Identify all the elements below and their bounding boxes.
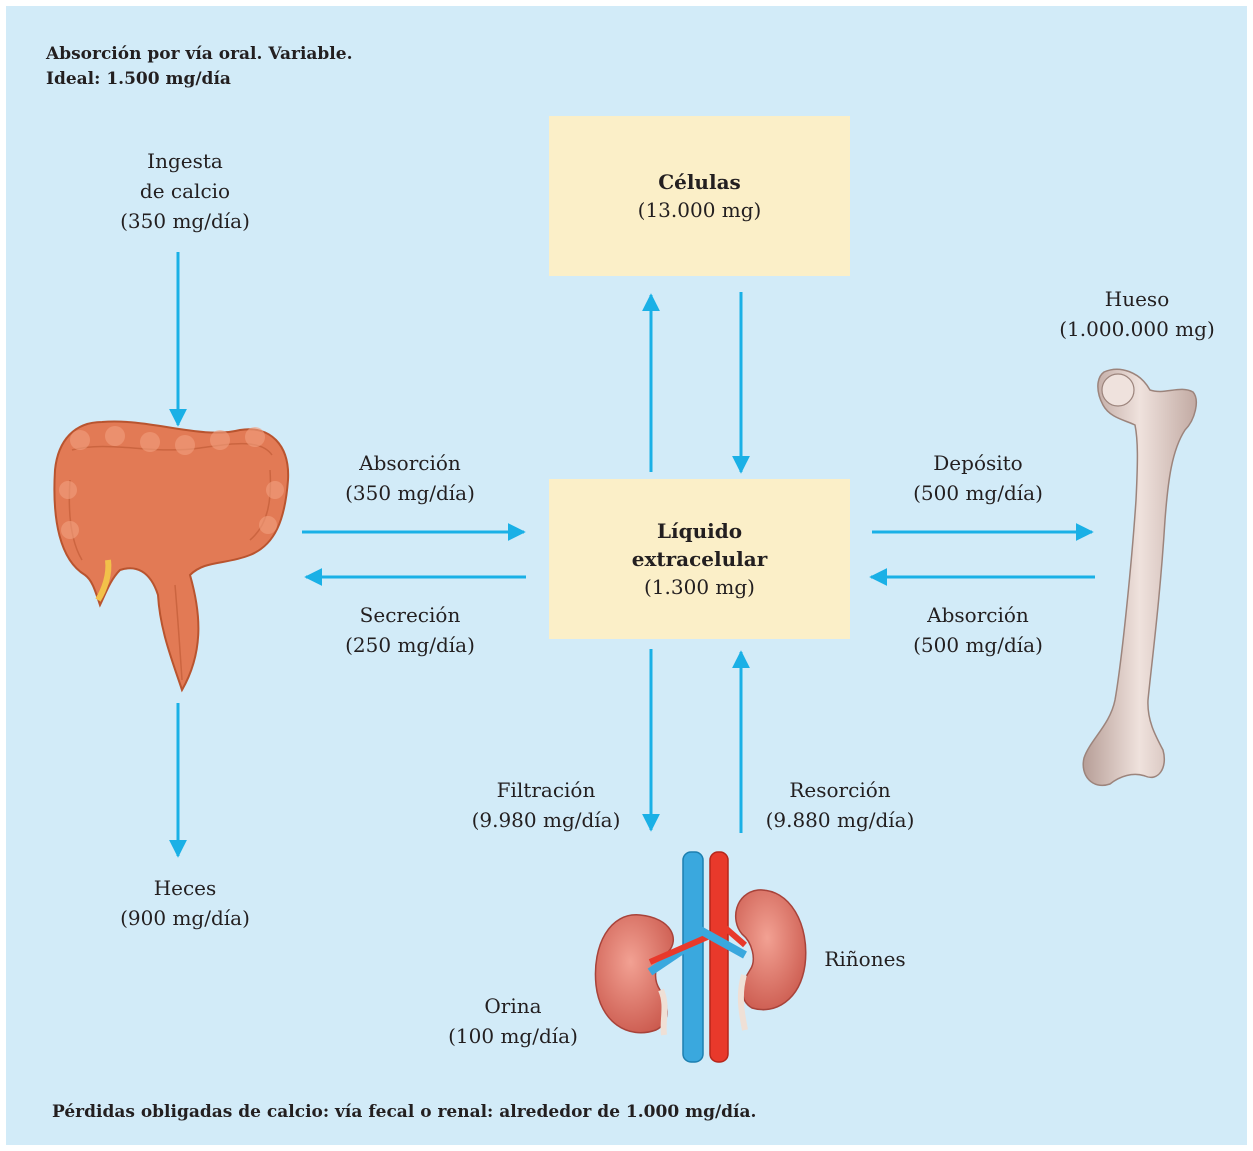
urine-title: Orina [413, 991, 613, 1021]
bone-label: Hueso (1.000.000 mg) [1037, 284, 1237, 344]
kidneys-illustration [595, 852, 805, 1062]
gut-absorption-value: (350 mg/día) [310, 478, 510, 508]
filtration-label: Filtración (9.980 mg/día) [446, 775, 646, 835]
feces-value: (900 mg/día) [85, 903, 285, 933]
intestine-illustration [54, 422, 288, 690]
kidneys-label: Riñones [800, 944, 930, 974]
gut-absorption-title: Absorción [310, 448, 510, 478]
intake-line-3: (350 mg/día) [85, 206, 285, 236]
reabsorption-value: (9.880 mg/día) [740, 805, 940, 835]
deposit-label: Depósito (500 mg/día) [878, 448, 1078, 508]
urine-value: (100 mg/día) [413, 1021, 613, 1051]
feces-label: Heces (900 mg/día) [85, 873, 285, 933]
intake-line-1: Ingesta [85, 146, 285, 176]
urine-label: Orina (100 mg/día) [413, 991, 613, 1051]
filtration-title: Filtración [446, 775, 646, 805]
bone-absorption-label: Absorción (500 mg/día) [878, 600, 1078, 660]
footer-note: Pérdidas obligadas de calcio: vía fecal … [52, 1100, 756, 1124]
deposit-value: (500 mg/día) [878, 478, 1078, 508]
gut-absorption-label: Absorción (350 mg/día) [310, 448, 510, 508]
bone-absorption-value: (500 mg/día) [878, 630, 1078, 660]
deposit-title: Depósito [878, 448, 1078, 478]
bone-absorption-title: Absorción [878, 600, 1078, 630]
filtration-value: (9.980 mg/día) [446, 805, 646, 835]
reabsorption-label: Resorción (9.880 mg/día) [740, 775, 940, 835]
femur-bone-illustration [1083, 369, 1196, 785]
intake-line-2: de calcio [85, 176, 285, 206]
reabsorption-title: Resorción [740, 775, 940, 805]
secretion-label: Secreción (250 mg/día) [310, 600, 510, 660]
intake-label: Ingesta de calcio (350 mg/día) [85, 146, 285, 236]
secretion-value: (250 mg/día) [310, 630, 510, 660]
bone-title: Hueso [1037, 284, 1237, 314]
feces-title: Heces [85, 873, 285, 903]
bone-value: (1.000.000 mg) [1037, 314, 1237, 344]
secretion-title: Secreción [310, 600, 510, 630]
